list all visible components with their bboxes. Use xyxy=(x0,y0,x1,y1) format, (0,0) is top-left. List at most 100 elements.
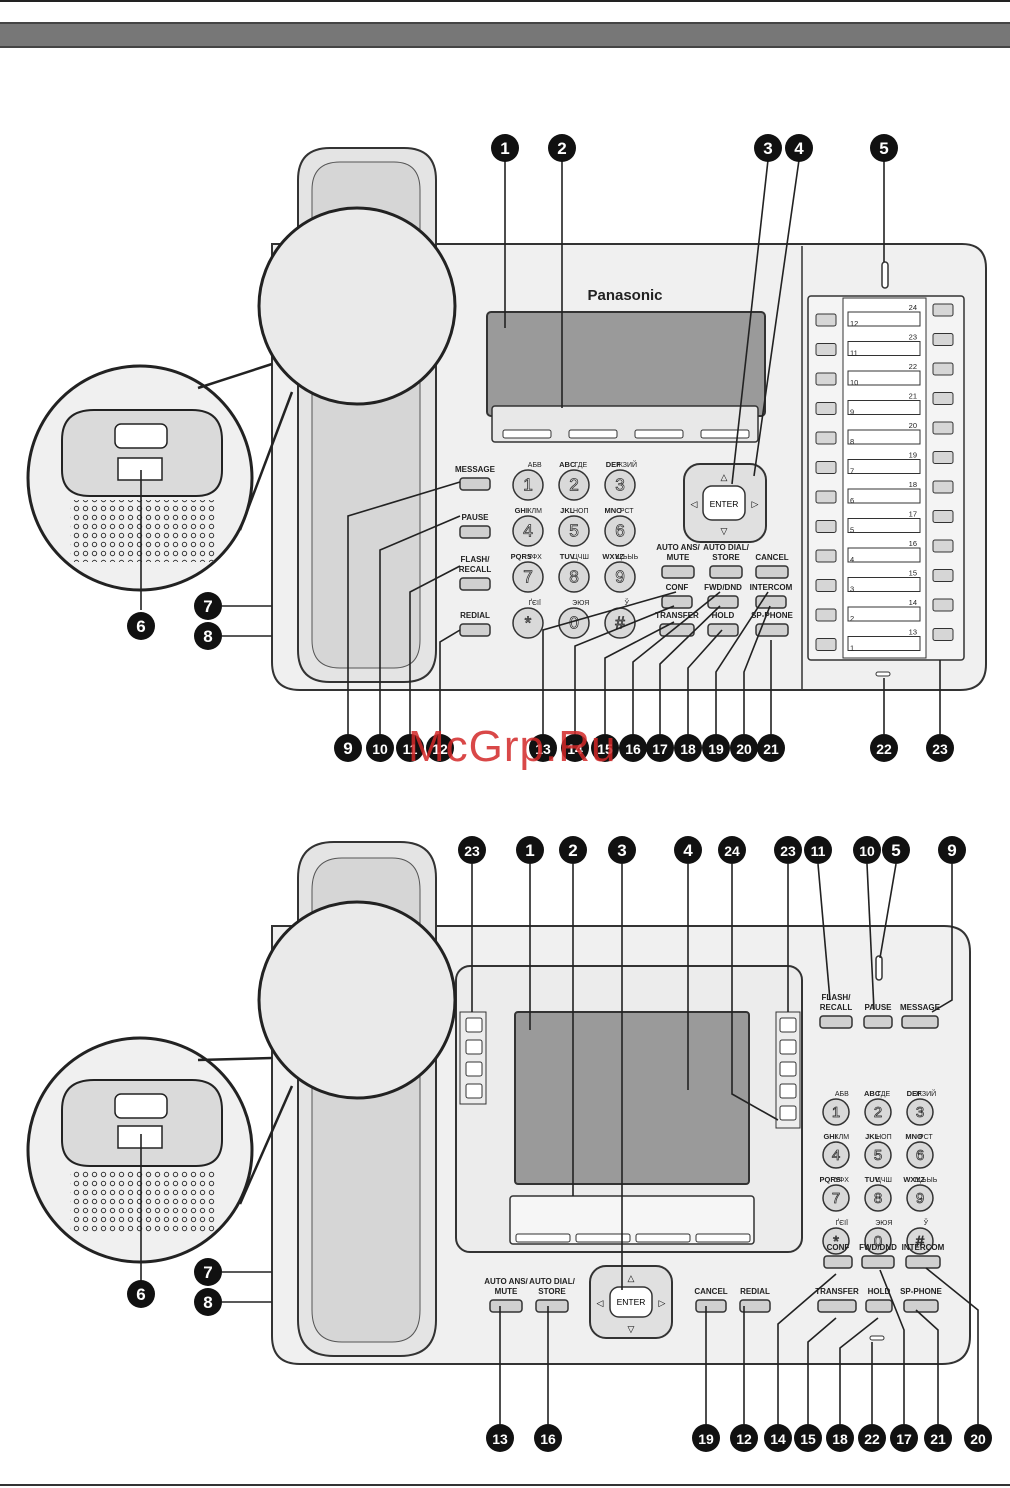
dss-number: 15 xyxy=(909,569,917,578)
keypad-alt-letters: ЩЪЫЬ xyxy=(914,1177,937,1184)
dss-key-pair[interactable] xyxy=(815,569,954,592)
redial-button[interactable]: REDIAL xyxy=(459,611,491,637)
auto-ans-mute-button[interactable]: AUTO ANS/MUTE xyxy=(484,1277,529,1313)
dss-number: 1 xyxy=(850,644,854,653)
auto-ans-mute-button[interactable]: AUTO ANS/MUTE xyxy=(656,543,701,579)
callout-number: 20 xyxy=(970,1431,986,1447)
pause-button[interactable]: PAUSE xyxy=(459,513,491,539)
keypad-alt-letters: Ў xyxy=(924,1218,929,1227)
pause-button[interactable]: PAUSE xyxy=(863,1003,893,1029)
keypad-digit: 8 xyxy=(569,567,579,587)
bottom-display xyxy=(514,1011,750,1185)
keypad-key-star[interactable]: *ҐЄІЇ xyxy=(512,598,544,639)
dss-key-pair[interactable] xyxy=(815,451,954,474)
svg-text:ENTER: ENTER xyxy=(617,1297,646,1307)
auto-dial-store-button[interactable]: AUTO DIAL/STORE xyxy=(703,543,750,579)
keypad-alt-letters: ҐЄІЇ xyxy=(836,1218,848,1227)
message-button[interactable]: MESSAGE xyxy=(455,465,496,491)
dss-key-pair[interactable] xyxy=(815,362,954,386)
sp-phone-button[interactable]: SP-PHONE xyxy=(900,1287,943,1313)
fwd-dnd-button[interactable]: FWD/DND xyxy=(704,583,742,609)
redial-button[interactable]: REDIAL xyxy=(739,1287,771,1313)
conf-button-label: CONF xyxy=(827,1243,850,1252)
hold-button[interactable]: HOLD xyxy=(707,611,739,637)
dss-key-pair[interactable] xyxy=(815,539,954,563)
dss-key-pair[interactable] xyxy=(815,598,954,622)
auto-dial-store-button[interactable]: AUTO DIAL/STORE xyxy=(529,1277,576,1313)
callout-number: 12 xyxy=(736,1431,752,1447)
hold-button[interactable]: HOLD xyxy=(865,1287,893,1313)
callout-number: 24 xyxy=(724,843,740,859)
callout-number: 23 xyxy=(780,843,796,859)
cancel-button[interactable]: CANCEL xyxy=(755,553,789,579)
auto-ans-mute-button-label: MUTE xyxy=(667,553,690,562)
intercom-button[interactable]: INTERCOM xyxy=(902,1243,945,1269)
callout-number: 4 xyxy=(794,139,804,158)
dss-number: 8 xyxy=(850,437,854,446)
callout-7: 7 xyxy=(194,1258,222,1286)
conf-button[interactable]: CONF xyxy=(823,1243,853,1269)
top-navigator[interactable]: ENTER △ ▽ ◁ ▷ xyxy=(683,463,767,543)
flash-recall-button[interactable]: FLASH/RECALL xyxy=(819,993,853,1029)
cancel-button[interactable]: CANCEL xyxy=(694,1287,728,1313)
callout-15: 15 xyxy=(794,1424,822,1452)
dss-key-pair[interactable] xyxy=(815,421,954,445)
sp-phone-button[interactable]: SP-PHONE xyxy=(751,611,794,637)
conf-button[interactable]: CONF xyxy=(661,583,693,609)
callout-5: 5 xyxy=(870,134,898,162)
dss-key-pair[interactable] xyxy=(815,480,954,504)
callout-12: 12 xyxy=(730,1424,758,1452)
callout-6: 6 xyxy=(127,1280,155,1308)
dss-key-pair[interactable] xyxy=(815,333,954,356)
callout-number: 7 xyxy=(203,597,212,616)
keypad-digit: 1 xyxy=(523,475,533,495)
dss-key-pair[interactable] xyxy=(815,392,954,415)
message-button[interactable]: MESSAGE xyxy=(900,1003,941,1029)
callout-20: 20 xyxy=(730,734,758,762)
flash-recall-button[interactable]: FLASH/RECALL xyxy=(459,555,492,591)
callout-number: 16 xyxy=(540,1431,556,1447)
keypad-alt-letters: УФХ xyxy=(835,1177,850,1184)
fwd-dnd-button[interactable]: FWD/DND xyxy=(859,1243,897,1269)
callout-4: 4 xyxy=(785,134,813,162)
callout-23: 23 xyxy=(458,836,486,864)
redial-button-label: REDIAL xyxy=(740,1287,770,1296)
keypad-key-hash[interactable]: #Ў xyxy=(906,1218,934,1255)
dss-key-pair[interactable] xyxy=(815,510,954,533)
sp-phone-button-label: SP-PHONE xyxy=(900,1287,942,1296)
flash-recall-button-label: RECALL xyxy=(459,565,492,574)
dss-key-pair[interactable] xyxy=(815,628,954,651)
transfer-button[interactable]: TRANSFER xyxy=(815,1287,859,1313)
callout-13: 13 xyxy=(486,1424,514,1452)
keypad-key-star[interactable]: *ҐЄІЇ xyxy=(822,1218,850,1255)
bottom-navigator[interactable]: ENTER △ ▽ ◁ ▷ xyxy=(589,1265,673,1339)
keypad-letters: WXYZ xyxy=(602,552,624,561)
callout-18: 18 xyxy=(674,734,702,762)
dss-number: 22 xyxy=(909,362,917,371)
dss-key-pair[interactable] xyxy=(815,303,954,327)
callout-17: 17 xyxy=(646,734,674,762)
callout-number: 8 xyxy=(203,627,212,646)
bottom-magnifier xyxy=(26,900,457,1264)
